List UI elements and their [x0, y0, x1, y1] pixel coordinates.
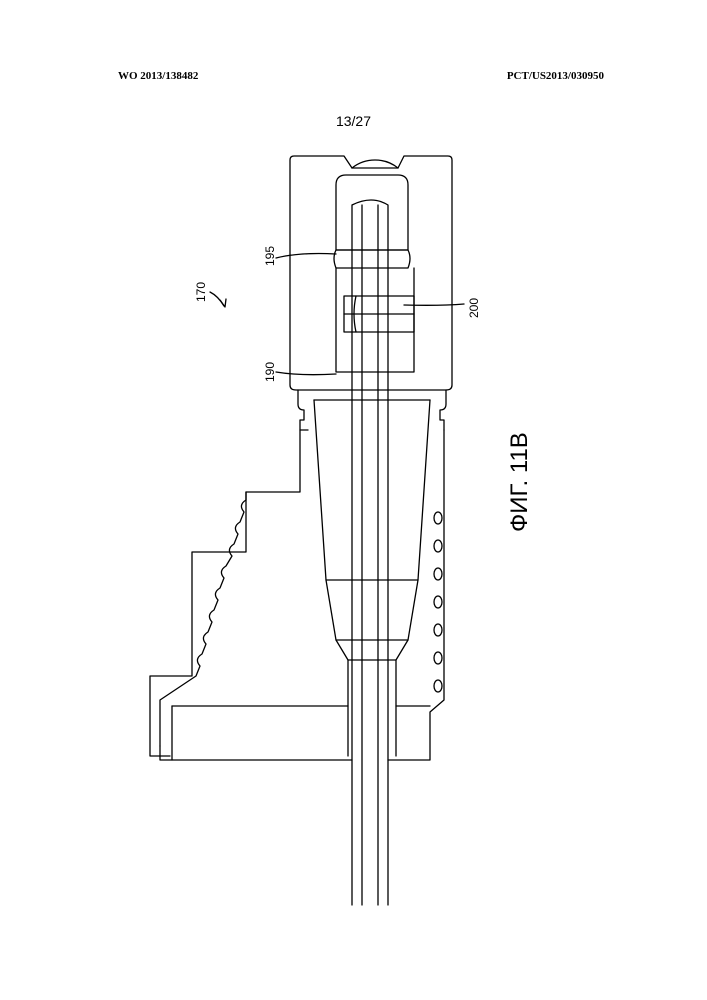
cap-nub	[352, 160, 398, 168]
leader-195	[276, 254, 336, 259]
needle	[352, 200, 388, 905]
leader-190	[276, 372, 336, 375]
figure-label: ФИГ. 11B	[506, 432, 533, 532]
body-bottom	[160, 746, 352, 760]
ref-upper: 195	[263, 246, 277, 266]
chamber	[336, 268, 414, 372]
ring-band	[334, 250, 410, 268]
grip-ridges	[160, 492, 246, 746]
leader-200	[404, 304, 464, 305]
shoulder	[298, 390, 308, 430]
ref-assembly: 170	[194, 282, 208, 302]
grip-dimples	[434, 512, 442, 692]
arrow-170	[210, 292, 224, 306]
inner-cone-right	[396, 400, 430, 756]
ref-lower: 190	[263, 362, 277, 382]
inner-cone-left	[314, 400, 348, 756]
inner-bore	[336, 175, 408, 250]
cap-housing	[290, 156, 452, 390]
ref-side: 200	[467, 298, 481, 318]
